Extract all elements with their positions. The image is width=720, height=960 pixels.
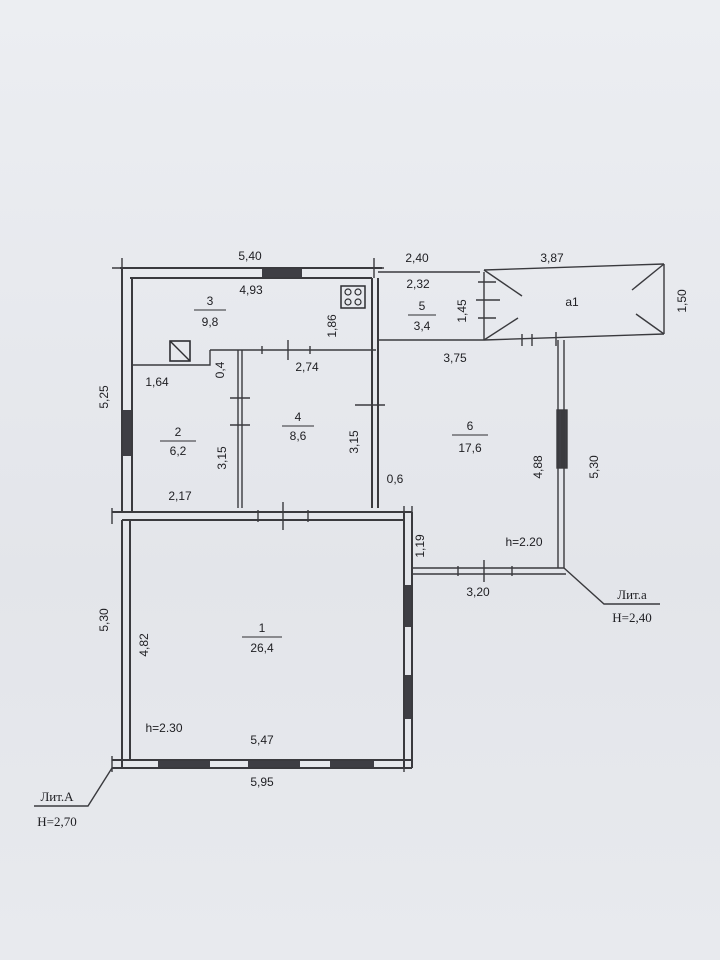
dim-left-lower: 5,30 — [97, 608, 111, 632]
dim-room5-height: 1,45 — [455, 299, 469, 323]
room1-height: h=2.30 — [145, 721, 182, 735]
annex-walls — [378, 263, 665, 575]
dim-room2-width: 2,17 — [168, 489, 192, 503]
dim-room1-inner-height: 4,82 — [137, 633, 151, 657]
lit-A-height: H=2,70 — [37, 814, 76, 829]
dim-top-main: 5,40 — [238, 249, 262, 263]
room-2-area: 6,2 — [170, 444, 187, 458]
windows — [123, 269, 568, 767]
door-marks — [230, 281, 557, 582]
dim-room4-height: 3,15 — [347, 430, 361, 454]
dim-kitchen-height: 1,86 — [325, 314, 339, 338]
dim-top-ext: 2,40 — [405, 251, 429, 265]
room-3-area: 9,8 — [202, 315, 219, 329]
room-1-number: 1 — [259, 621, 266, 635]
room-6-number: 6 — [467, 419, 474, 433]
room-4-number: 4 — [295, 410, 302, 424]
room-a1-label: a1 — [565, 295, 579, 309]
dim-right-room6-inner: 4,88 — [531, 455, 545, 479]
dim-room4-width: 2,74 — [295, 360, 319, 374]
stove-icon — [340, 285, 366, 309]
dim-top-inner: 4,93 — [239, 283, 263, 297]
dim-top-ext-inner: 2,32 — [406, 277, 430, 291]
room-4-label: 4 8,6 — [282, 410, 314, 443]
room-5-number: 5 — [419, 299, 426, 313]
room6-height: h=2.20 — [505, 535, 542, 549]
room-3-label: 3 9,8 — [194, 294, 226, 329]
room-1-label: 1 26,4 — [242, 621, 282, 655]
lit-A-title: Лит.А — [40, 789, 74, 804]
room-2-number: 2 — [175, 425, 182, 439]
lit-a-height: H=2,40 — [612, 610, 651, 625]
room-6-area: 17,6 — [458, 441, 482, 455]
dim-room2-height: 3,15 — [215, 446, 229, 470]
dim-right-room6-outer: 5,30 — [587, 455, 601, 479]
room-4-area: 8,6 — [290, 429, 307, 443]
room-2-label: 2 6,2 — [160, 425, 196, 458]
dim-left-upper: 5,25 — [97, 385, 111, 409]
room-3-number: 3 — [207, 294, 214, 308]
dimension-labels: 5,40 4,93 2,40 2,32 3,87 1,50 1,86 1,45 … — [97, 249, 689, 789]
room-5-label: 5 3,4 — [408, 299, 436, 333]
lit-labels: Лит.а H=2,40 Лит.А H=2,70 — [37, 587, 651, 829]
room-1-area: 26,4 — [250, 641, 274, 655]
dim-offset: 0,6 — [387, 472, 404, 486]
room-6-label: 6 17,6 — [452, 419, 488, 455]
dim-right-end: 1,50 — [675, 289, 689, 313]
leader-lines — [34, 567, 660, 807]
chimney-icon — [169, 340, 191, 362]
dim-step-height: 0,4 — [213, 361, 227, 378]
dim-top-right: 3,87 — [540, 251, 564, 265]
room-5-area: 3,4 — [414, 319, 431, 333]
dim-room1-inner-width: 5,47 — [250, 733, 274, 747]
dim-step-left: 1,64 — [145, 375, 169, 389]
dim-room5-bottom: 3,75 — [443, 351, 467, 365]
dim-bottom-main: 5,95 — [250, 775, 274, 789]
dim-room6-step: 1,19 — [413, 534, 427, 558]
dim-room6-bottom: 3,20 — [466, 585, 490, 599]
lit-a-title: Лит.а — [617, 587, 647, 602]
room-labels: 1 26,4 2 6,2 3 9,8 4 8,6 5 3,4 6 17,6 — [160, 294, 579, 655]
height-labels: h=2.20 h=2.30 — [145, 535, 542, 735]
main-house-walls — [111, 258, 413, 772]
